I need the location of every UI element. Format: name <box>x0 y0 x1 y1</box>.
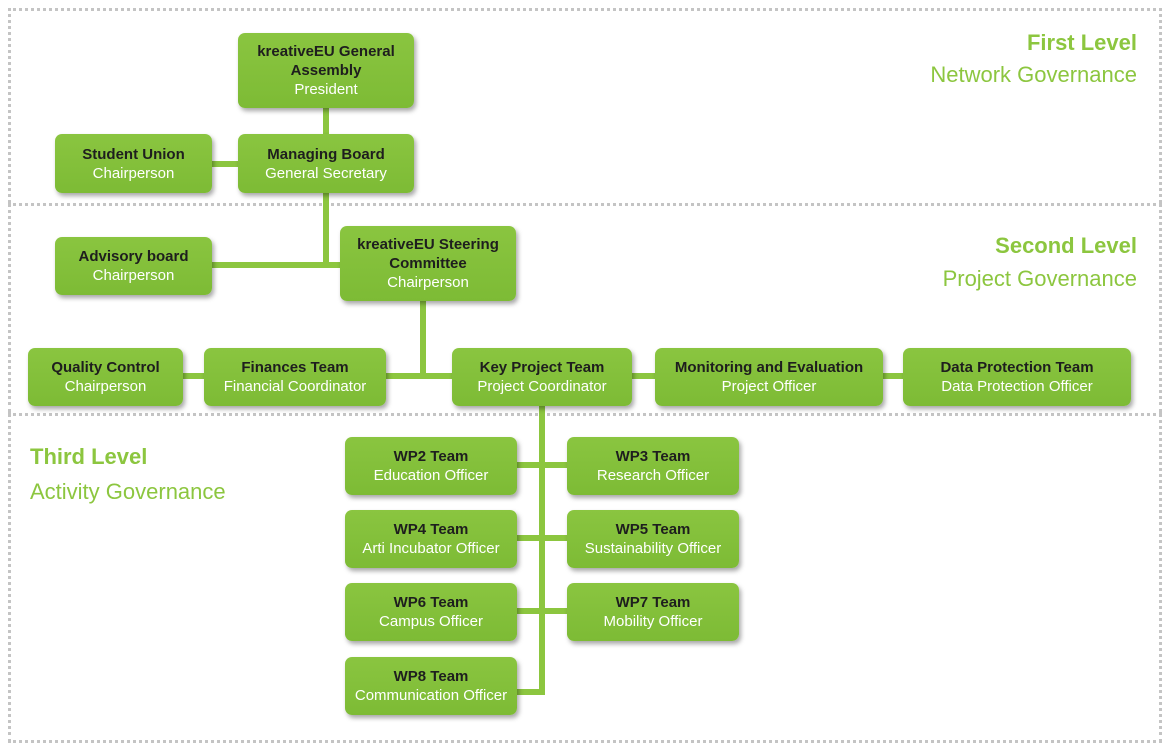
node-title: kreativeEU Steering Committee <box>357 236 499 272</box>
node-role: Arti Incubator Officer <box>362 540 500 557</box>
node-role: Chairperson <box>92 164 175 182</box>
node-wp8-team[interactable]: WP8 Team Communication Officer <box>345 657 517 715</box>
node-finances-team[interactable]: Finances Team Financial Coordinator <box>204 348 386 406</box>
node-student-union[interactable]: Student Union Chairperson <box>55 134 212 193</box>
node-title: WP4 Team <box>393 521 469 538</box>
node-title: WP2 Team <box>393 448 469 465</box>
node-title: Finances Team <box>241 359 349 376</box>
node-role: Project Coordinator <box>477 378 607 395</box>
node-wp4-team[interactable]: WP4 Team Arti Incubator Officer <box>345 510 517 568</box>
node-wp6-team[interactable]: WP6 Team Campus Officer <box>345 583 517 641</box>
node-wp3-team[interactable]: WP3 Team Research Officer <box>567 437 739 495</box>
node-general-assembly[interactable]: kreativeEU General Assembly President <box>238 33 414 108</box>
node-title: Student Union <box>82 145 185 163</box>
node-role: Mobility Officer <box>603 613 703 630</box>
second-level-title: Second Level <box>995 233 1137 258</box>
node-title: Data Protection Team <box>940 359 1094 376</box>
second-level-subtitle: Project Governance <box>942 266 1137 291</box>
node-role: Chairperson <box>92 267 175 284</box>
first-level-title: First Level <box>1026 30 1137 55</box>
node-key-project-team[interactable]: Key Project Team Project Coordinator <box>452 348 632 406</box>
node-data-protection-team[interactable]: Data Protection Team Data Protection Off… <box>903 348 1131 406</box>
node-role: Project Officer <box>721 378 817 395</box>
node-title: Advisory board <box>78 248 189 265</box>
node-wp7-team[interactable]: WP7 Team Mobility Officer <box>567 583 739 641</box>
node-title: Quality Control <box>51 359 160 376</box>
node-title: WP6 Team <box>393 594 469 611</box>
node-monitoring-evaluation[interactable]: Monitoring and Evaluation Project Office… <box>655 348 883 406</box>
third-level-subtitle: Activity Governance <box>30 479 226 504</box>
third-level-title: Third Level <box>30 444 148 469</box>
node-wp5-team[interactable]: WP5 Team Sustainability Officer <box>567 510 739 568</box>
node-role: Education Officer <box>373 467 489 484</box>
node-title: kreativeEU General Assembly <box>257 43 395 79</box>
node-title: Monitoring and Evaluation <box>674 359 864 376</box>
second-level-zone <box>8 203 1162 413</box>
node-role: Chairperson <box>387 274 469 291</box>
node-role: Communication Officer <box>354 687 508 704</box>
node-role: Sustainability Officer <box>584 540 722 557</box>
first-level-subtitle: Network Governance <box>930 62 1137 87</box>
first-level-zone <box>8 8 1162 203</box>
third-level-zone <box>8 413 1162 743</box>
node-title: WP3 Team <box>615 448 691 465</box>
node-role: Research Officer <box>596 467 710 484</box>
node-role: President <box>294 81 358 98</box>
node-role: Data Protection Officer <box>941 378 1093 395</box>
node-title: WP7 Team <box>615 594 691 611</box>
node-quality-control[interactable]: Quality Control Chairperson <box>28 348 183 406</box>
node-role: Chairperson <box>64 378 147 395</box>
node-role: Financial Coordinator <box>223 378 367 395</box>
node-title: WP5 Team <box>615 521 691 538</box>
node-managing-board[interactable]: Managing Board General Secretary <box>238 134 414 193</box>
node-title: Key Project Team <box>479 359 605 376</box>
node-title: WP8 Team <box>393 668 469 685</box>
node-advisory-board[interactable]: Advisory board Chairperson <box>55 237 212 295</box>
node-title: Managing Board <box>267 145 385 163</box>
node-role: General Secretary <box>265 164 387 182</box>
node-wp2-team[interactable]: WP2 Team Education Officer <box>345 437 517 495</box>
node-role: Campus Officer <box>379 613 483 630</box>
node-steering-committee[interactable]: kreativeEU Steering Committee Chairperso… <box>340 226 516 301</box>
